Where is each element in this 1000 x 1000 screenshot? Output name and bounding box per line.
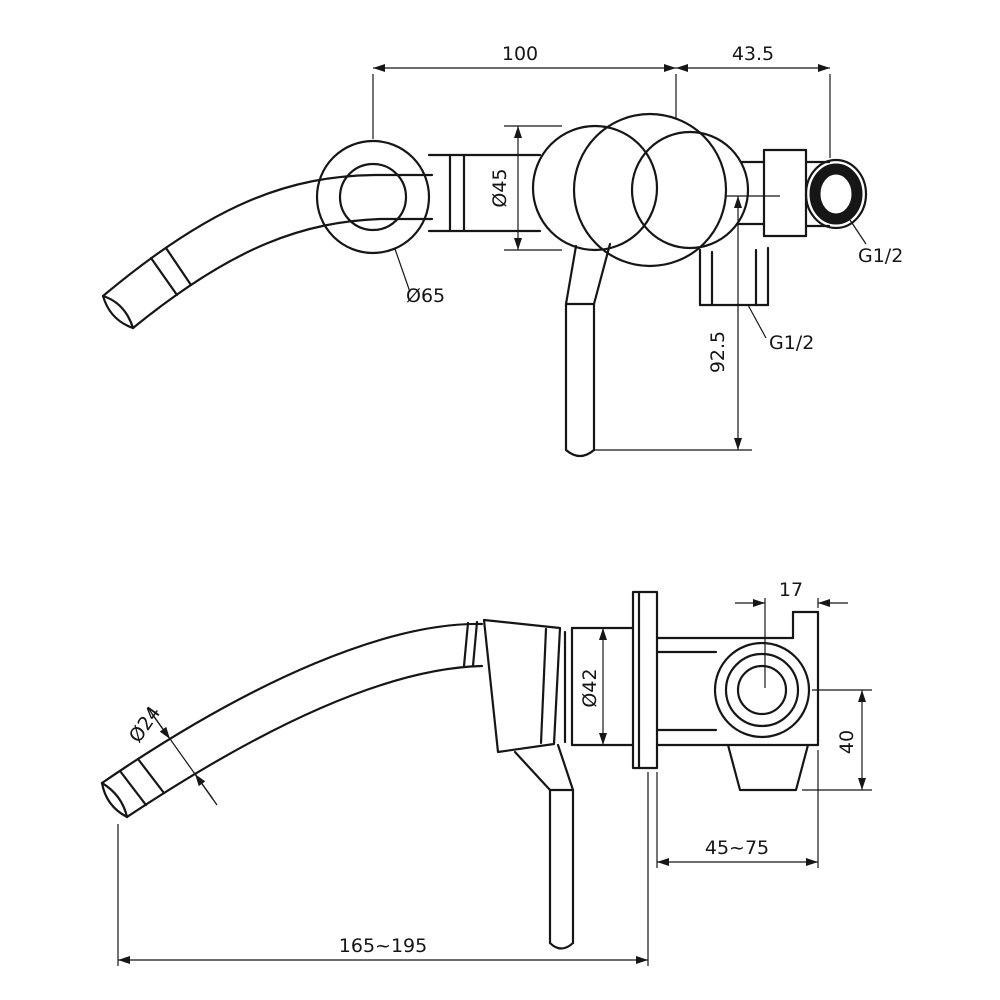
handle-knob bbox=[531, 124, 659, 252]
dim-label-dia-42: Ø42 bbox=[579, 668, 601, 707]
label-outlet-thread: G1/2 bbox=[747, 304, 814, 354]
dim-cap-width: 17 bbox=[735, 579, 848, 688]
inlet-circle-outer bbox=[713, 641, 811, 739]
dim-label-dia-65: Ø65 bbox=[406, 285, 445, 307]
wall-plate bbox=[631, 590, 659, 770]
top-view: 100 43.5 Ø45 Ø65 G1/2 G1/2 bbox=[101, 43, 903, 458]
outlet-spigot bbox=[726, 743, 810, 792]
escutcheon bbox=[572, 112, 728, 268]
dim-handle-drop: 92.5 bbox=[594, 195, 780, 451]
spout bbox=[101, 173, 434, 330]
dim-handle-to-inlet: 43.5 bbox=[676, 43, 831, 158]
dim-label-165-195: 165~195 bbox=[339, 935, 427, 957]
label-inlet-thread: G1/2 bbox=[849, 219, 903, 267]
wall-flange bbox=[315, 139, 431, 255]
dim-wall-depth: 45~75 bbox=[656, 750, 819, 868]
spout-tip-opening-side bbox=[100, 781, 129, 819]
label-g12-inlet: G1/2 bbox=[858, 245, 903, 267]
dim-trim-diameter: Ø45 bbox=[489, 125, 562, 251]
dim-spout-to-handle: 100 bbox=[372, 43, 677, 139]
dim-flange-diameter: Ø65 bbox=[394, 248, 445, 307]
inlet-thread-ring bbox=[809, 163, 863, 225]
label-g12-outlet: G1/2 bbox=[769, 332, 814, 354]
spout-holder bbox=[482, 618, 562, 754]
valve-body-side bbox=[655, 610, 820, 792]
inlet-fitting bbox=[804, 158, 868, 230]
spout-tip-opening bbox=[101, 294, 135, 330]
spout-side bbox=[100, 620, 484, 819]
bottom-view: Ø24 Ø42 17 40 45~75 bbox=[100, 579, 872, 966]
handle-lever-side bbox=[513, 743, 575, 950]
dim-label-43-5: 43.5 bbox=[732, 43, 774, 65]
dim-spout-reach: 165~195 bbox=[117, 772, 649, 966]
dim-label-100: 100 bbox=[502, 43, 538, 65]
valve-body bbox=[427, 112, 868, 307]
handle-lever bbox=[564, 242, 612, 458]
dim-label-dia-45: Ø45 bbox=[489, 168, 511, 207]
dim-cartridge-diameter: Ø42 bbox=[579, 628, 607, 745]
dim-label-45-75: 45~75 bbox=[705, 837, 769, 859]
dim-label-40: 40 bbox=[836, 730, 858, 754]
dim-outlet-drop: 40 bbox=[802, 689, 872, 791]
dim-label-17: 17 bbox=[779, 579, 803, 601]
dim-label-92-5: 92.5 bbox=[707, 331, 729, 373]
